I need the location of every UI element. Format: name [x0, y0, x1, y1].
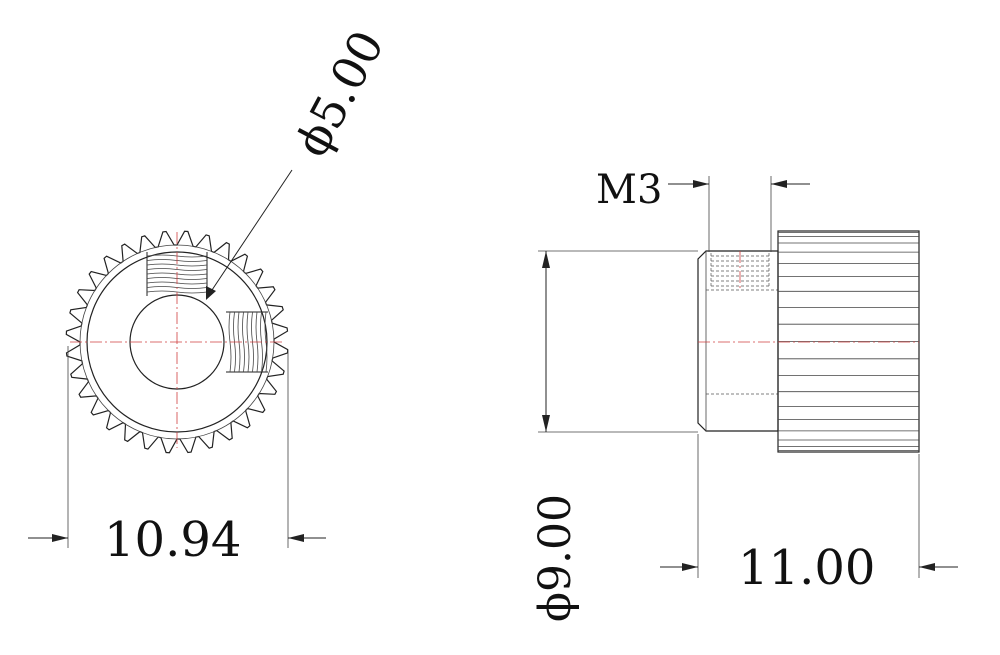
thread-dimension-label: M3	[596, 167, 662, 213]
bore-dimension-label: ϕ5.00	[284, 22, 394, 165]
thread-arrow-right	[771, 180, 787, 188]
hub-outline	[697, 250, 779, 432]
length-dimension-label: 11.00	[738, 540, 875, 596]
width-dimension-label: 10.94	[104, 512, 241, 568]
gear-tooth-lines	[778, 231, 919, 452]
hub-diameter-arrow-bottom	[542, 415, 550, 432]
thread-line	[146, 263, 208, 267]
thread-line	[246, 311, 250, 373]
thread-arrow-left	[693, 180, 709, 188]
length-arrow-left	[682, 563, 698, 571]
side-view: M3 ϕ9.00 11.00	[530, 167, 958, 622]
width-arrow-left	[52, 534, 68, 542]
thread-line	[242, 311, 245, 373]
hub-diameter-arrow-top	[542, 251, 550, 268]
length-arrow-right	[919, 563, 935, 571]
bore-leader-line	[207, 169, 293, 297]
thread-line	[146, 268, 208, 271]
hub-diameter-label: ϕ9.00	[530, 494, 581, 622]
bore-leader-arrowhead	[206, 286, 216, 300]
front-view: ϕ5.00 10.94	[28, 22, 395, 568]
width-arrow-right	[288, 534, 304, 542]
